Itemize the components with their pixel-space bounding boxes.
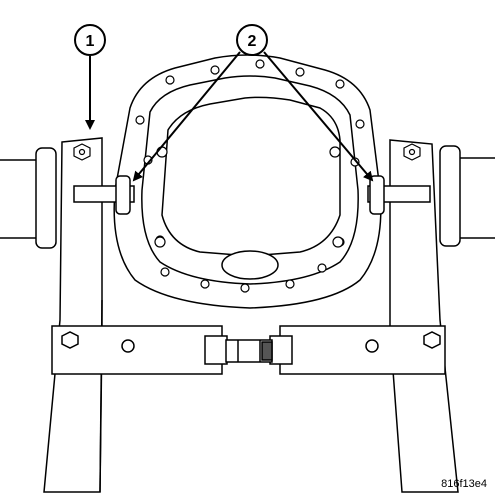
turnbuckle-center: [225, 339, 273, 363]
leg-top-bolts: [73, 143, 421, 161]
dowel-pin-right: [367, 175, 431, 215]
figure-id: 816f13e4: [441, 478, 487, 490]
turnbuckle-bar-left: [51, 325, 228, 375]
bearing-cap-bolts: [154, 146, 344, 248]
callout-2: [132, 24, 374, 182]
differential-housing: [113, 54, 382, 309]
turnbuckle-bar-right: [269, 325, 446, 375]
callout-2-number: 2: [248, 33, 257, 50]
cover-bolts: [135, 59, 365, 293]
dowel-pin-left: [73, 175, 135, 215]
callout-1: [74, 24, 106, 130]
axle-tube-right: [439, 145, 495, 247]
callout-1-number: 1: [86, 33, 95, 50]
axle-tube-left: [0, 147, 57, 249]
